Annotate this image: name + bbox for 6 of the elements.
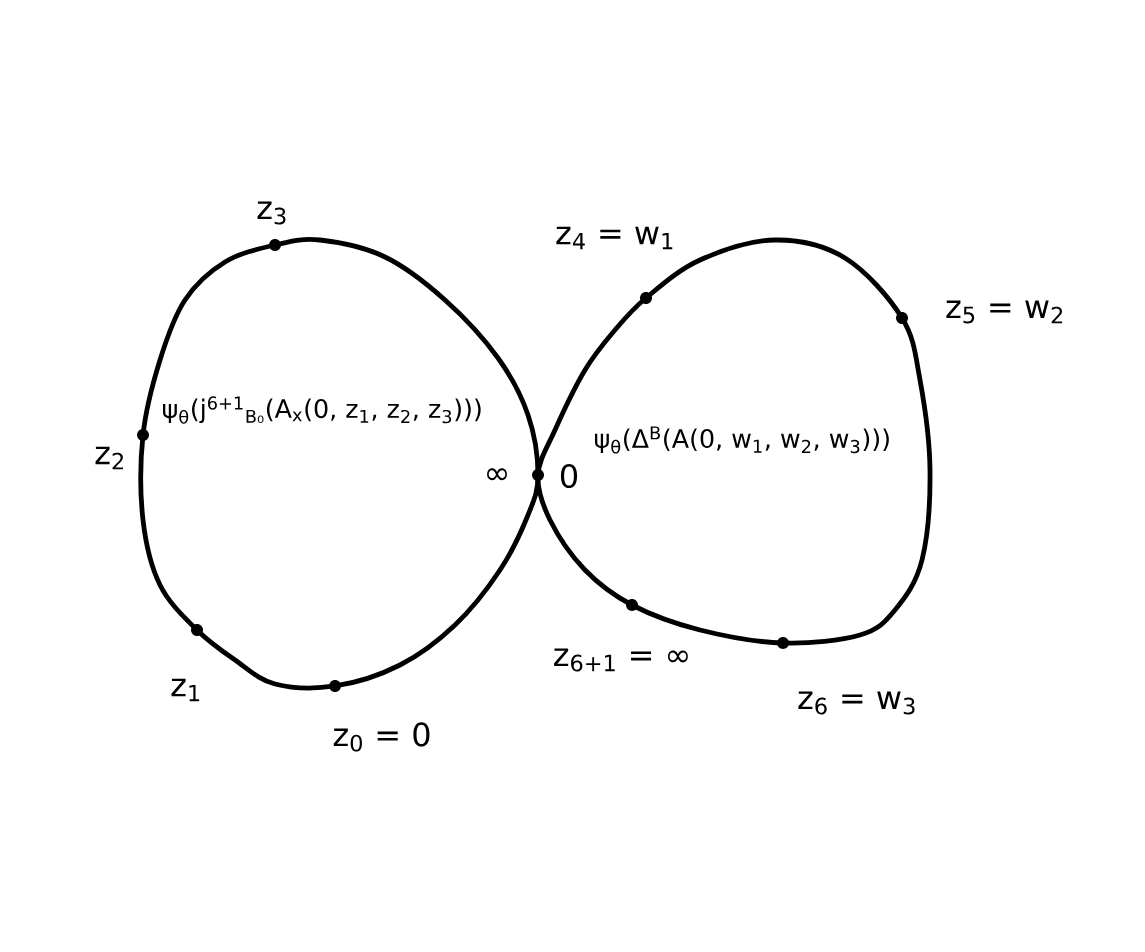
- point-label: z$_{0}$ = 0: [333, 722, 430, 752]
- point-label: z$_{6}$ = w$_{3}$: [798, 691, 915, 715]
- point-label: ∞: [487, 468, 507, 481]
- point-label: z$_{6+1}$ = ∞: [554, 648, 688, 672]
- point-label: z$_{4}$ = w$_{1}$: [556, 226, 673, 250]
- point-label: 0: [560, 463, 578, 489]
